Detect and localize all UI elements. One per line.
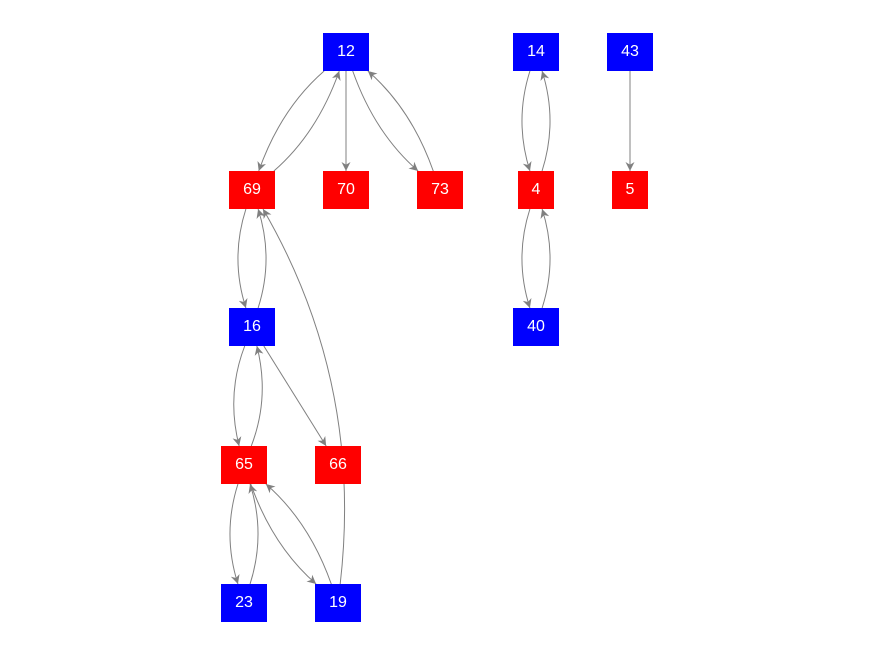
node-43[interactable]: 43 bbox=[607, 33, 653, 71]
node-23[interactable]: 23 bbox=[221, 584, 267, 622]
node-label: 69 bbox=[243, 181, 261, 198]
node-label: 5 bbox=[625, 181, 635, 198]
node-14[interactable]: 14 bbox=[513, 33, 559, 71]
edge-69-to-12 bbox=[273, 70, 341, 172]
node-label: 73 bbox=[431, 181, 449, 198]
edge-12-to-69 bbox=[257, 70, 325, 172]
node-label: 14 bbox=[527, 43, 545, 60]
edge-40-to-4 bbox=[540, 208, 551, 309]
edge-23-to-65 bbox=[248, 483, 259, 585]
node-16[interactable]: 16 bbox=[229, 308, 275, 346]
edge-14-to-4 bbox=[521, 70, 532, 172]
node-label: 43 bbox=[621, 43, 639, 60]
edge-69-to-16 bbox=[237, 208, 248, 309]
node-73[interactable]: 73 bbox=[417, 171, 463, 209]
node-label: 4 bbox=[531, 181, 541, 198]
node-5[interactable]: 5 bbox=[612, 171, 648, 209]
node-label: 66 bbox=[329, 456, 347, 473]
node-label: 70 bbox=[337, 181, 355, 198]
node-12[interactable]: 12 bbox=[323, 33, 369, 71]
node-4[interactable]: 4 bbox=[518, 171, 554, 209]
node-70[interactable]: 70 bbox=[323, 171, 369, 209]
node-label: 16 bbox=[243, 318, 261, 335]
edge-65-to-16 bbox=[250, 345, 264, 447]
edge-65-to-23 bbox=[229, 483, 240, 585]
node-19[interactable]: 19 bbox=[315, 584, 361, 622]
edge-65-to-19 bbox=[250, 483, 317, 585]
edge-16-to-66 bbox=[263, 345, 327, 447]
node-label: 12 bbox=[337, 43, 355, 60]
node-label: 19 bbox=[329, 594, 347, 611]
edge-73-to-12 bbox=[367, 70, 434, 172]
edge-4-to-40 bbox=[521, 208, 532, 309]
edge-4-to-14 bbox=[540, 70, 551, 172]
edge-16-to-69 bbox=[256, 208, 267, 309]
edge-19-to-69 bbox=[262, 208, 346, 585]
node-label: 65 bbox=[235, 456, 253, 473]
node-65[interactable]: 65 bbox=[221, 446, 267, 484]
node-66[interactable]: 66 bbox=[315, 446, 361, 484]
node-label: 40 bbox=[527, 318, 545, 335]
node-label: 23 bbox=[235, 594, 253, 611]
node-69[interactable]: 69 bbox=[229, 171, 275, 209]
edge-16-to-65 bbox=[232, 345, 246, 447]
edge-19-to-65 bbox=[265, 483, 332, 585]
edge-12-to-73 bbox=[352, 70, 419, 172]
node-40[interactable]: 40 bbox=[513, 308, 559, 346]
